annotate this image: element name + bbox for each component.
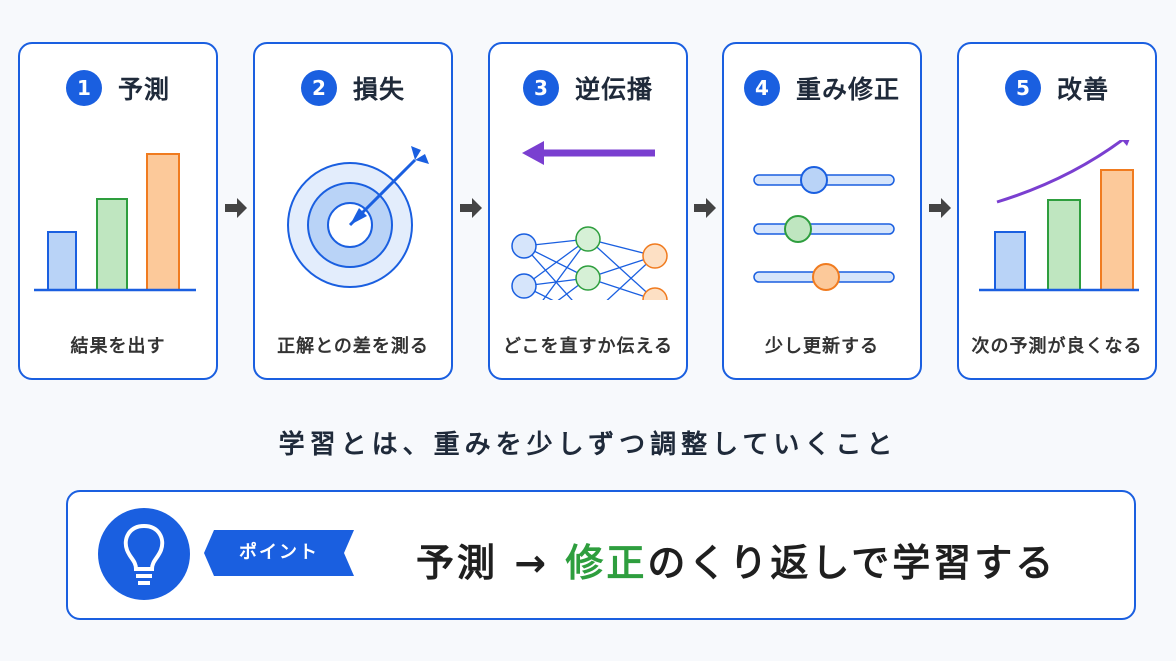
step-number: 4	[743, 70, 780, 106]
step-title: 重み修正	[795, 75, 900, 104]
point-text-correct: 修正	[565, 541, 648, 585]
step-title: 改善	[1056, 75, 1109, 104]
point-arrow: →	[514, 541, 550, 585]
step-caption: どこを直すか伝える	[503, 336, 673, 357]
step-card-2: 2 損失 正解との差を測る	[253, 42, 453, 380]
step-caption: 少し更新する	[765, 336, 879, 357]
point-box: ポイント 予測 → 修正のくり返しで学習する	[66, 490, 1136, 620]
step-card-3: 3 逆伝播 どこを直すか伝える	[488, 42, 688, 380]
step-caption: 結果を出す	[70, 336, 166, 357]
step-number: 3	[522, 70, 559, 106]
lightbulb-icon	[98, 508, 190, 600]
step-header: 5 改善	[959, 70, 1155, 106]
point-message: 予測 → 修正のくり返しで学習する	[416, 532, 1056, 587]
target-icon	[287, 146, 429, 288]
step-number: 1	[65, 70, 102, 106]
point-tag: ポイント	[204, 530, 354, 576]
step-caption: 次の予測が良くなる	[971, 336, 1143, 357]
step-title: 損失	[352, 75, 405, 104]
neural-network-icon	[511, 141, 668, 300]
arrow-right-icon	[929, 198, 951, 218]
rising-bar-chart-icon	[979, 140, 1139, 292]
step-title: 逆伝播	[574, 75, 653, 104]
step-card-4: 4 重み修正 少し更新する	[722, 42, 922, 380]
step-number: 2	[300, 70, 337, 106]
step-header: 4 重み修正	[724, 70, 920, 106]
step-header: 2 損失	[255, 70, 451, 106]
point-text-rest: のくり返しで学習する	[647, 541, 1057, 585]
step-header: 3 逆伝播	[490, 70, 686, 106]
step-title: 予測	[117, 75, 170, 104]
arrow-right-icon	[225, 198, 247, 218]
point-tag-label: ポイント	[239, 542, 319, 563]
bar-chart-icon	[34, 153, 196, 292]
sliders-icon	[753, 166, 895, 291]
point-text-predict: 予測	[416, 541, 499, 585]
step-caption: 正解との差を測る	[277, 336, 429, 357]
arrow-right-icon	[694, 198, 716, 218]
step-header: 1 予測	[20, 70, 216, 106]
step-number: 5	[1004, 70, 1041, 106]
summary-text: 学習とは、重みを少しずつ調整していくこと	[278, 430, 898, 460]
arrow-right-icon	[460, 198, 482, 218]
step-card-5: 5 改善 次の予測が良くなる	[957, 42, 1157, 380]
step-card-1: 1 予測 結果を出す	[18, 42, 218, 380]
